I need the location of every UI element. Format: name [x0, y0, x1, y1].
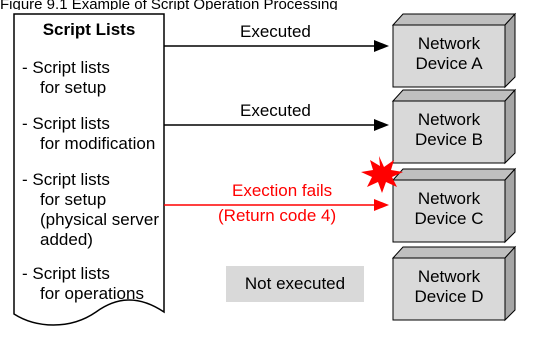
script-lists-document: [13, 13, 165, 326]
figure-caption: Figure 9.1 Example of Script Operation P…: [0, 0, 338, 10]
device-b-box: [391, 88, 517, 165]
list-item-modification: - Script lists for modification: [22, 114, 156, 153]
list-item-setup: - Script lists for setup: [22, 58, 110, 97]
device-a-box: [391, 12, 517, 89]
not-executed-label: Not executed: [226, 266, 364, 302]
arrow-label-executed-a: Executed: [240, 22, 311, 41]
list-item-setup-physical-server: - Script lists for setup (physical serve…: [22, 170, 160, 249]
device-d-box: [391, 245, 517, 322]
arrow-label-executed-b: Executed: [240, 101, 311, 120]
arrow-fail-c: [164, 199, 389, 211]
list-item-operations: - Script lists for operations: [22, 264, 144, 303]
arrow-executed-a: [164, 40, 389, 52]
arrow-executed-b: [164, 119, 389, 131]
script-lists-title: Script Lists: [42, 20, 136, 39]
device-c-box: [391, 167, 517, 244]
failure-burst-icon: [361, 156, 403, 193]
arrow-label-fail-line1: Exection fails: [232, 181, 333, 200]
arrow-label-fail-line2: (Return code 4): [218, 206, 337, 225]
